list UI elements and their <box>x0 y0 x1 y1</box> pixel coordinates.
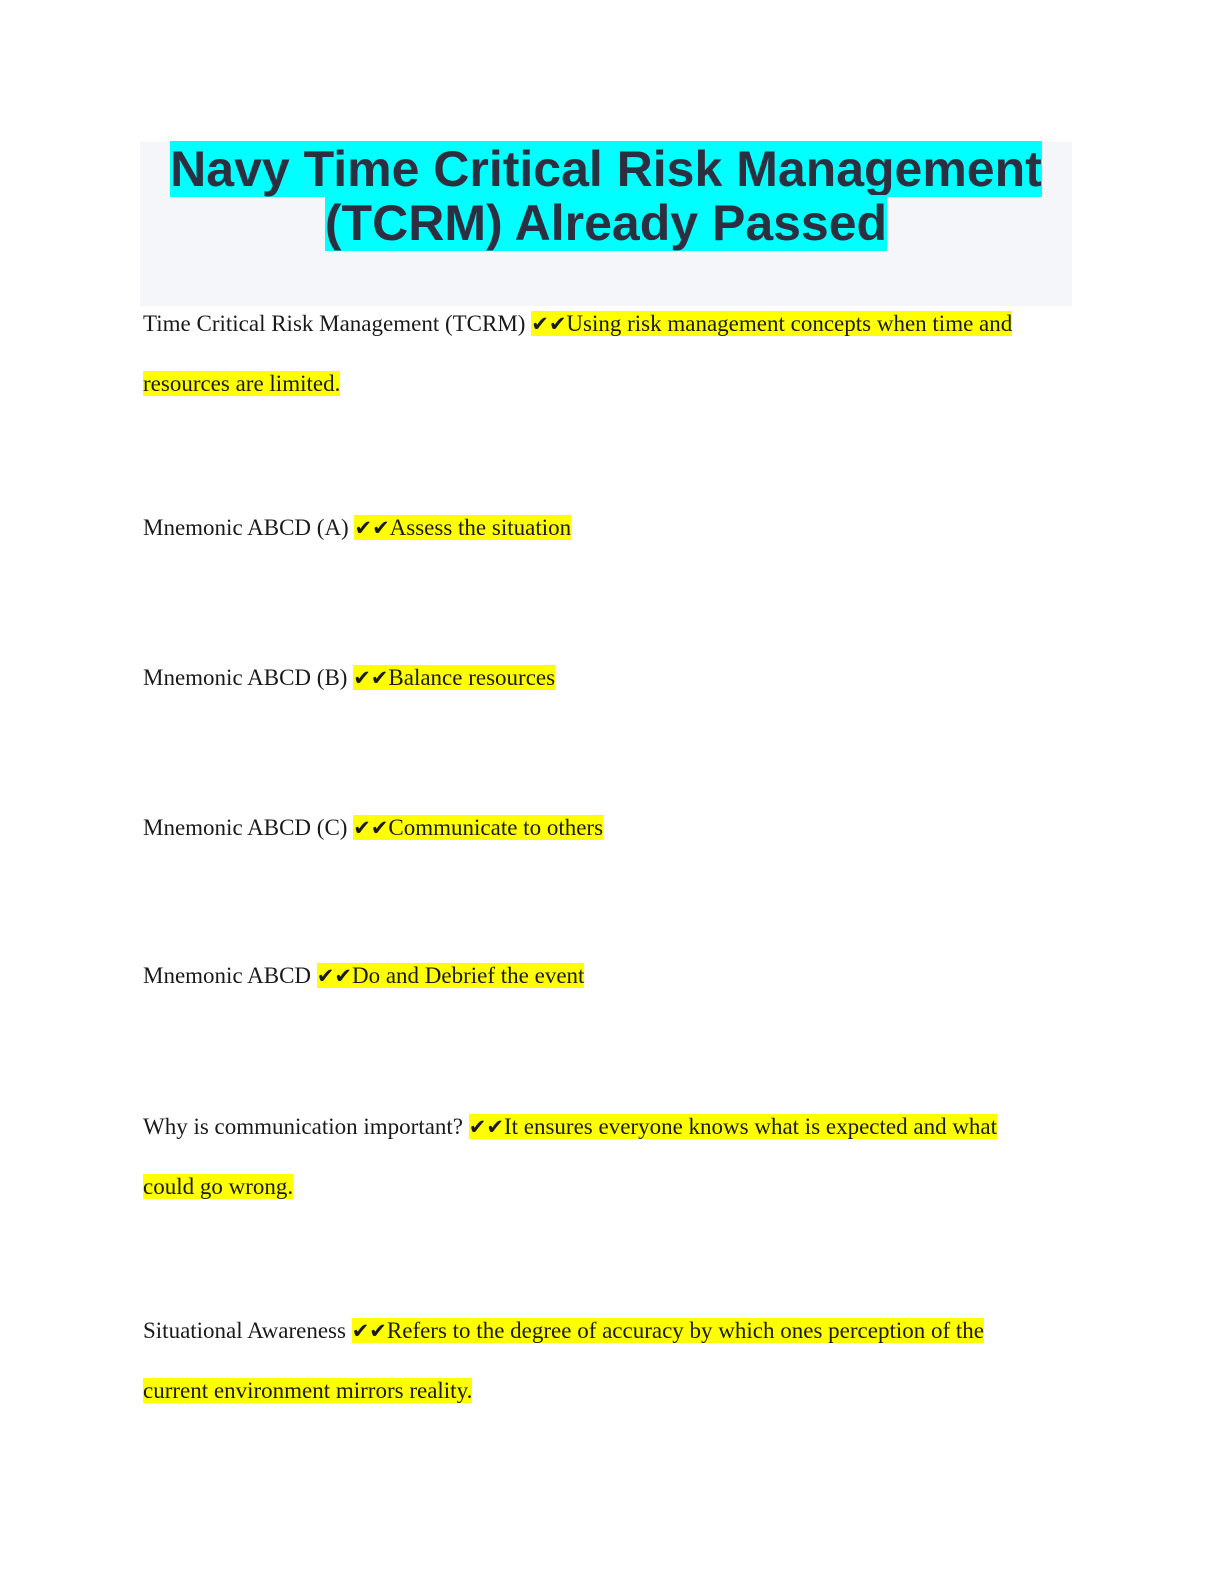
double-check-icon: ✔✔ <box>354 516 390 540</box>
answer: Assess the situation <box>389 515 572 540</box>
term: Mnemonic ABCD <box>143 963 317 988</box>
answer-highlight: ✔✔Assess the situation <box>354 515 572 540</box>
page-title-line-1: Navy Time Critical Risk Management <box>170 141 1042 197</box>
double-check-icon: ✔✔ <box>316 964 352 988</box>
double-check-icon: ✔✔ <box>531 312 567 336</box>
answer: Balance resources <box>388 665 556 690</box>
term: Mnemonic ABCD (B) <box>143 665 354 690</box>
double-check-icon: ✔✔ <box>353 816 389 840</box>
term: Situational Awareness <box>143 1318 352 1343</box>
qa-item-abcd-b: Mnemonic ABCD (B) ✔✔Balance resources <box>143 648 1053 708</box>
answer: Using risk management concepts when time… <box>143 311 1013 396</box>
answer-highlight: ✔✔Communicate to others <box>353 815 604 840</box>
term: Mnemonic ABCD (A) <box>143 515 355 540</box>
answer: Do and Debrief the event <box>351 963 585 988</box>
term: Mnemonic ABCD (C) <box>143 815 354 840</box>
double-check-icon: ✔✔ <box>351 1319 387 1343</box>
answer: Communicate to others <box>388 815 604 840</box>
term: Why is communication important? <box>143 1114 469 1139</box>
qa-item-communication: Why is communication important? ✔✔It ens… <box>143 1097 1053 1216</box>
qa-item-tcrm: Time Critical Risk Management (TCRM) ✔✔U… <box>143 294 1053 413</box>
double-check-icon: ✔✔ <box>468 1115 504 1139</box>
term: Time Critical Risk Management (TCRM) <box>143 311 532 336</box>
qa-item-situational-awareness: Situational Awareness ✔✔Refers to the de… <box>143 1301 1053 1420</box>
double-check-icon: ✔✔ <box>353 666 389 690</box>
page-title-line-2: (TCRM) Already Passed <box>324 195 888 251</box>
qa-item-abcd-c: Mnemonic ABCD (C) ✔✔Communicate to other… <box>143 798 1053 858</box>
title-block: Navy Time Critical Risk Management (TCRM… <box>140 141 1072 306</box>
qa-item-abcd-a: Mnemonic ABCD (A) ✔✔Assess the situation <box>143 498 1053 558</box>
answer-highlight: ✔✔Do and Debrief the event <box>316 963 585 988</box>
qa-item-abcd-d: Mnemonic ABCD ✔✔Do and Debrief the event <box>143 946 1053 1006</box>
answer: Refers to the degree of accuracy by whic… <box>143 1318 984 1403</box>
answer-highlight: ✔✔Balance resources <box>353 665 556 690</box>
answer: It ensures everyone knows what is expect… <box>143 1114 998 1199</box>
